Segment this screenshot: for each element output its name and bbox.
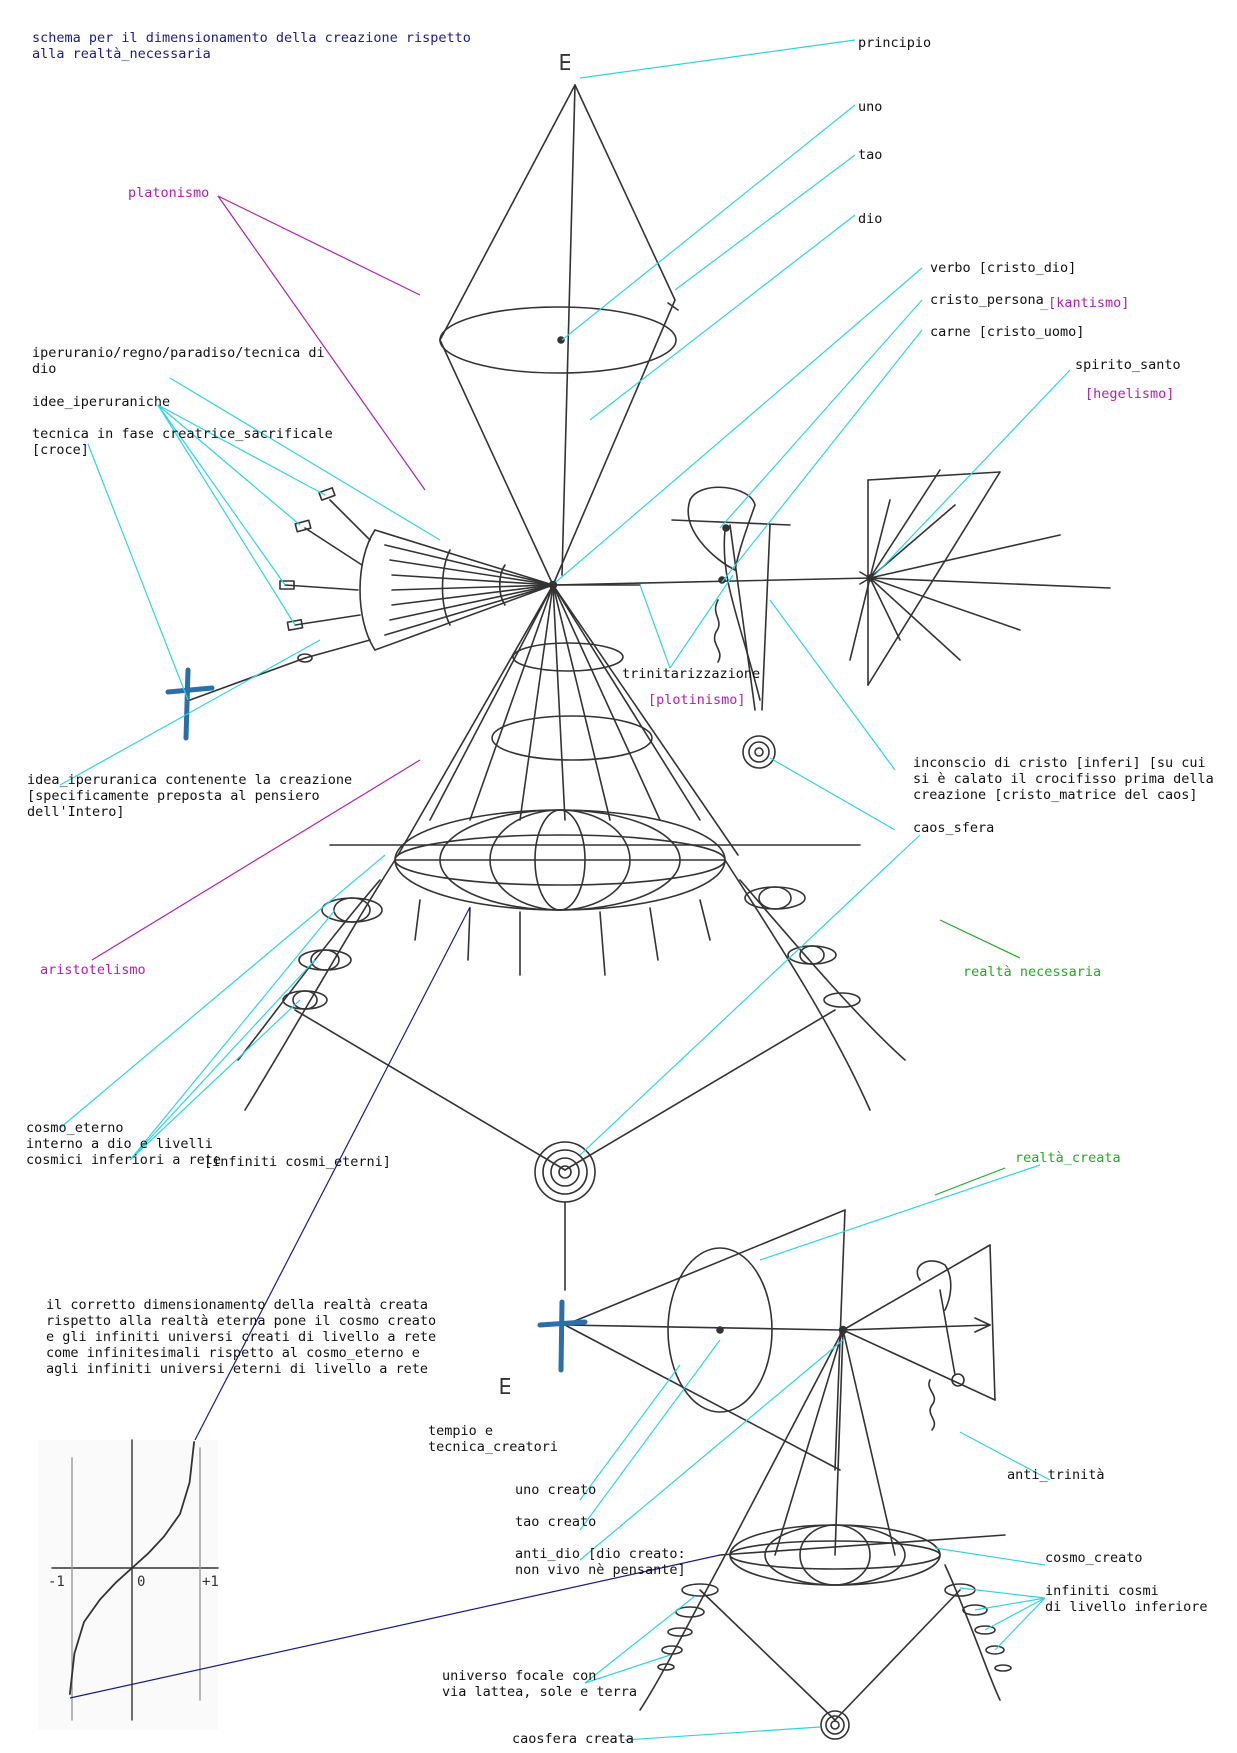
graph-tick-plus-one: +1 [202,1574,219,1590]
label-caosfera-creata: caosfera creata [512,1731,634,1747]
label-infiniti-cosmi-eterni: [infiniti cosmi_eterni] [204,1154,391,1170]
label-cristo-persona: cristo_persona [930,292,1044,308]
label-iperuranio: iperuranio/regno/paradiso/tecnica di dio [32,345,325,377]
label-universo-focale: universo focale con via lattea, sole e t… [442,1668,638,1700]
label-realta-necessaria: realtà necessaria [963,964,1102,980]
label-uno-creato: uno creato [515,1482,597,1498]
label-carne: carne [cristo_uomo] [930,324,1085,340]
label-platonismo: platonismo [128,185,210,201]
label-aristotelismo: aristotelismo [40,962,146,978]
label-kantismo: _[kantismo] [1040,295,1130,311]
label-tao: tao [858,147,883,163]
iperuranio-cone [189,487,554,701]
label-caos-sfera: caos_sfera [913,820,995,836]
label-verbo: verbo [cristo_dio] [930,260,1077,276]
diagram-title: schema per il dimensionamento della crea… [32,30,471,62]
label-anti-dio: anti_dio [dio creato: non vivo nè pensan… [515,1546,686,1578]
graph-tick-zero: 0 [137,1574,145,1590]
leader-lines-green [934,919,1021,1196]
label-infiniti-cosmi: infiniti cosmi di livello inferiore [1045,1583,1208,1615]
cross-icon-upper [165,667,215,741]
label-tao-creato: tao creato [515,1514,597,1530]
label-spirito-santo: spirito_santo [1075,357,1181,373]
label-tempio: tempio e tecnica_creatori [428,1423,559,1455]
created-reality [564,1209,1012,1740]
label-plotinismo: [plotinismo] [648,692,746,708]
label-tecnica-fase: tecnica in fase creatrice_sacrificale [c… [32,426,333,458]
function-graph: -1 0 +1 [38,1439,219,1730]
exists-symbol-bottom: ∃ [499,1372,512,1397]
label-trinitarizzazione: trinitarizzazione [622,666,761,682]
exists-symbol-top: ∃ [559,48,572,73]
leader-lines-cyan [59,39,1071,1741]
label-idea-iperuranica: idea_iperuranica contenente la creazione… [27,772,353,820]
pencil-sketch: -1 0 +1 ∃ ∃ [38,48,1111,1740]
label-cosmo-eterno: cosmo_eterno interno a dio e livelli cos… [26,1120,222,1168]
upper-cone [439,84,679,586]
label-principio: principio [858,35,932,51]
trinity-group [552,469,1111,769]
label-dio: dio [858,211,883,227]
lower-cone [237,584,906,1291]
label-cosmo-creato: cosmo_creato [1045,1550,1143,1566]
label-idee-iperuraniche: idee_iperuraniche [32,394,171,410]
label-hegelismo: [hegelismo] [1085,386,1175,402]
label-inconscio: inconscio di cristo [inferi] [su cui si … [913,755,1214,803]
graph-tick-minus-one: -1 [48,1574,65,1590]
graph-curve [69,1441,196,1695]
cross-icon-lower [537,1299,588,1373]
label-anti-trinita: anti_trinità [1007,1467,1105,1483]
leader-line-navy [69,906,721,1699]
leader-lines-magenta [91,195,426,961]
label-uno: uno [858,99,883,115]
label-realta-creata: realtà_creata [1015,1150,1121,1166]
label-corretto-dimensionamento: il corretto dimensionamento della realtà… [46,1297,437,1377]
